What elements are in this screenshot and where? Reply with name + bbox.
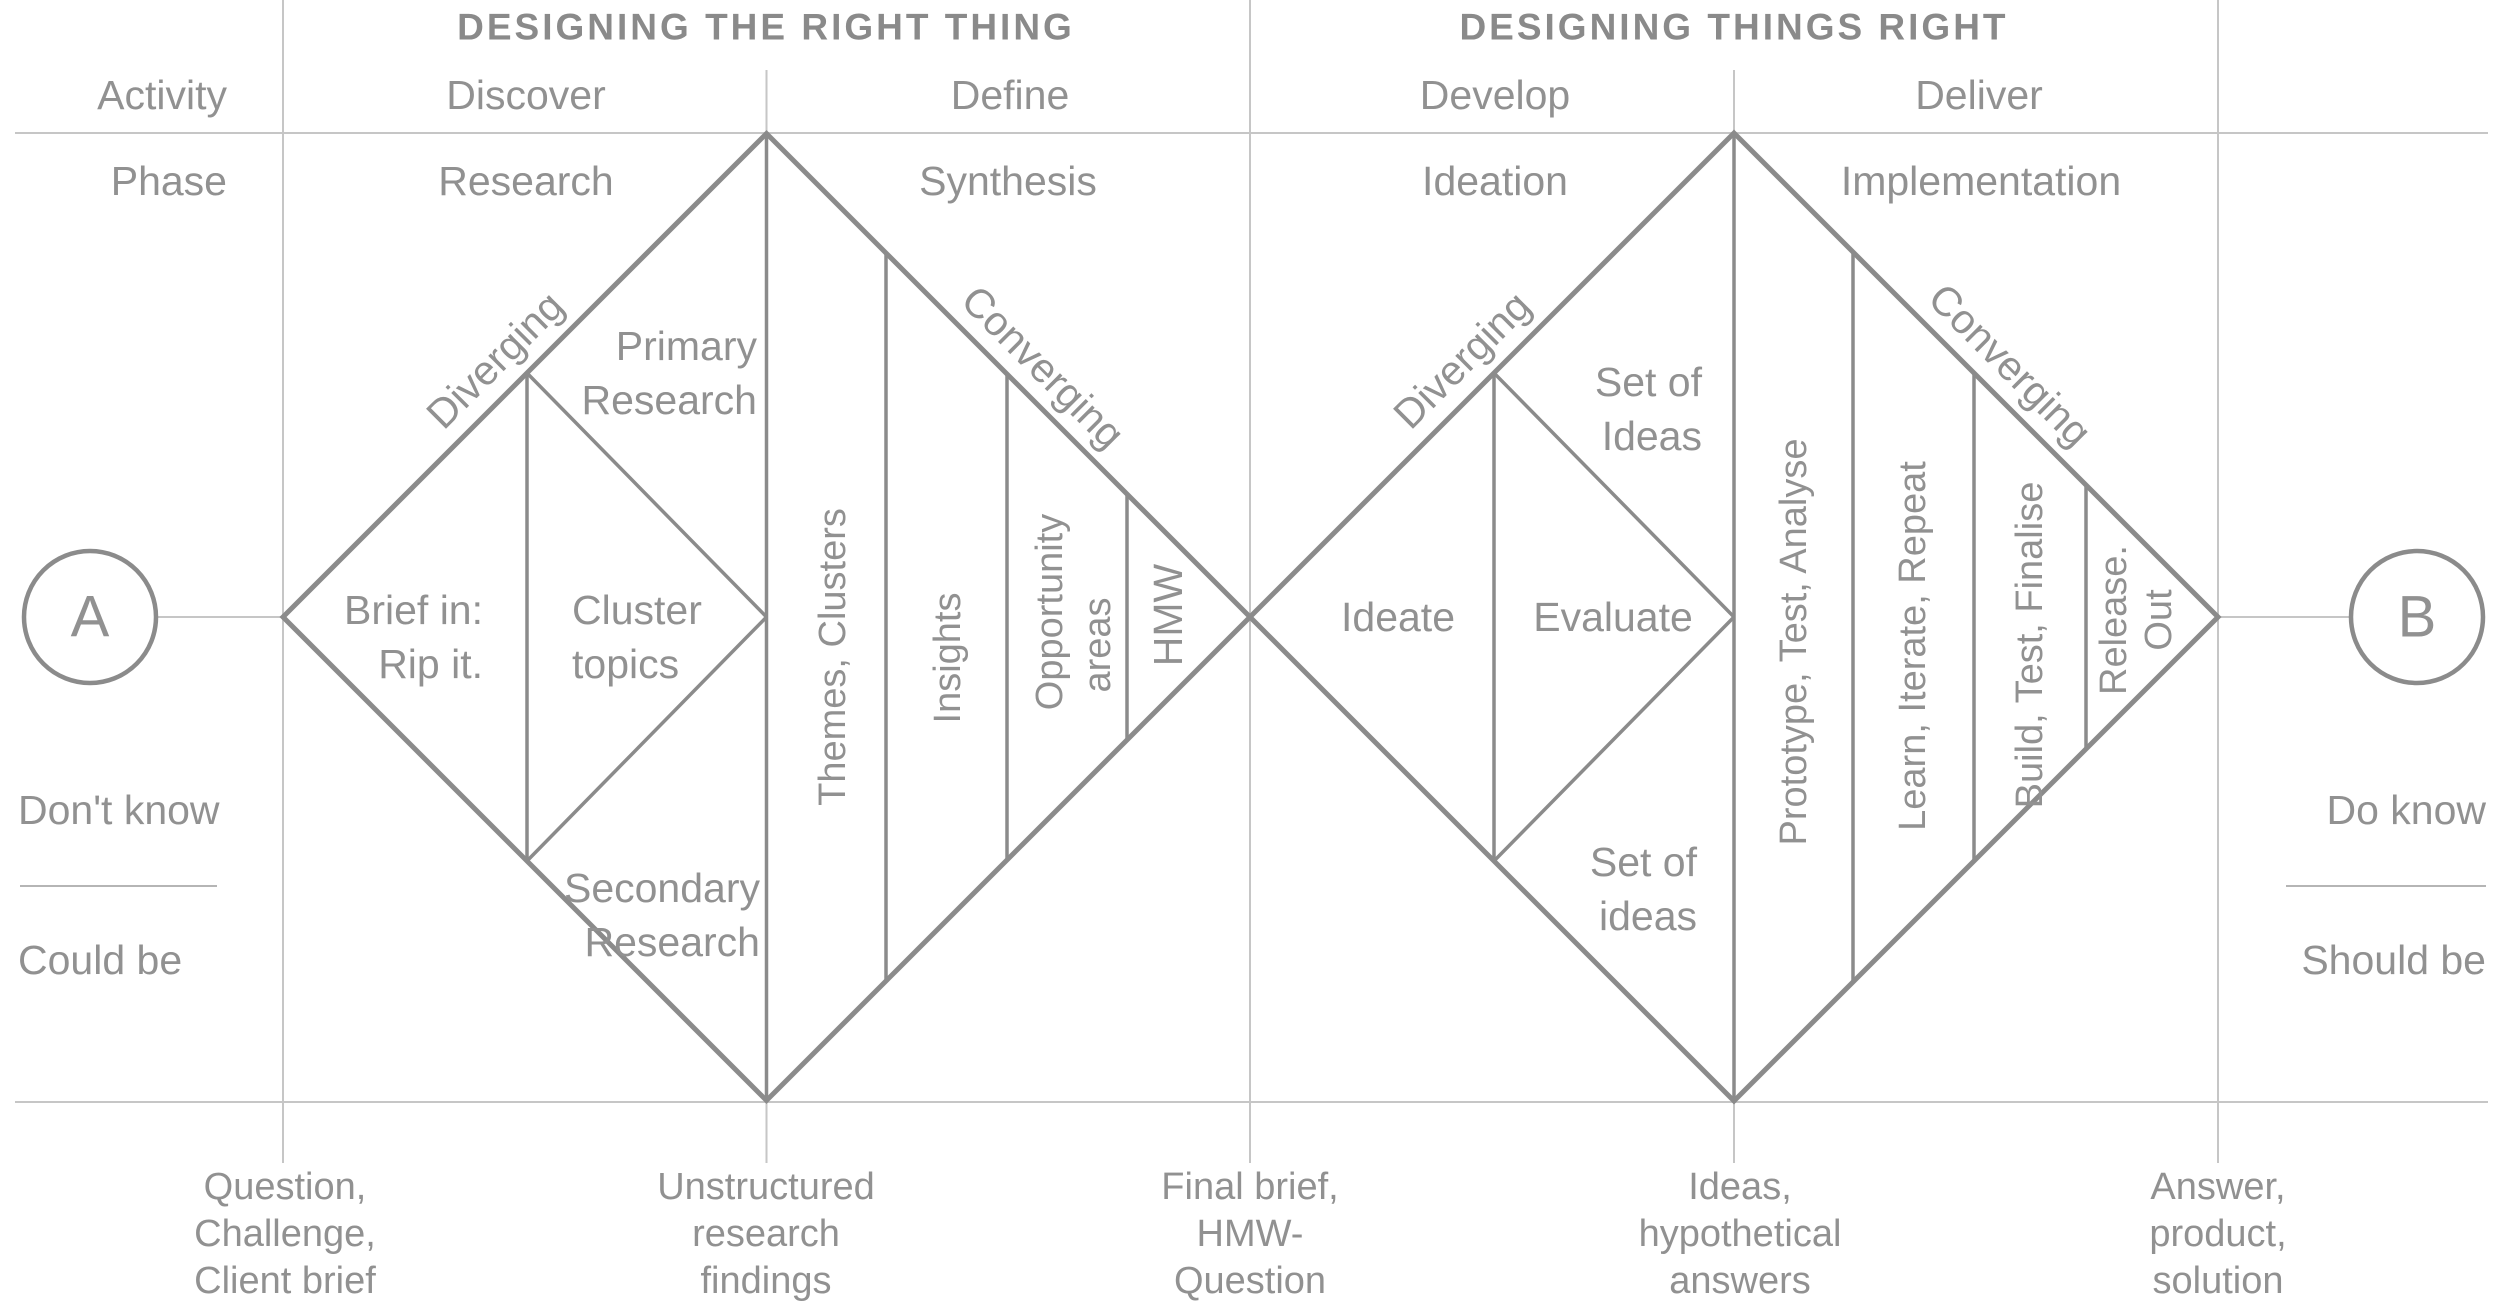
- diamond2-inner-diagonal-lower: [1492, 615, 1736, 863]
- diamond1-secondary-line2: Research: [585, 919, 760, 965]
- svg-text:Challenge,: Challenge,: [194, 1213, 376, 1255]
- svg-text:Converging: Converging: [953, 277, 1134, 458]
- svg-text:product,: product,: [2149, 1213, 2286, 1255]
- svg-text:Client brief: Client brief: [194, 1260, 376, 1301]
- node-b-label: B: [2398, 585, 2437, 650]
- heading-left: DESIGNING THE RIGHT THING: [457, 7, 1075, 48]
- svg-text:Converging: Converging: [1920, 275, 2101, 456]
- diamond1-secondary-line1: Secondary: [564, 865, 761, 911]
- diamond1-strip-opportunity-line2: areas: [1077, 597, 1119, 692]
- svg-text:areas: areas: [1077, 597, 1119, 692]
- diamond2-diverging-label: Diverging: [1385, 283, 1540, 438]
- col-activity-develop: Develop: [1420, 72, 1570, 118]
- node-b-circle: [2348, 548, 2486, 686]
- diamond1-inner-diagonal-lower: [525, 615, 768, 863]
- svg-text:Question,: Question,: [204, 1166, 367, 1208]
- diamond2-setideas-top-line2: Ideas: [1602, 413, 1702, 459]
- svg-text:solution: solution: [2153, 1260, 2284, 1301]
- col-phase-synthesis: Synthesis: [919, 158, 1097, 204]
- bottom-label-answer: Answer, product, solution: [2149, 1166, 2286, 1301]
- diamond-2: [1246, 129, 2222, 1105]
- svg-text:findings: findings: [701, 1260, 832, 1301]
- bottom-label-unstructured: Unstructured research findings: [657, 1166, 875, 1301]
- svg-text:hypothetical: hypothetical: [1639, 1213, 1842, 1255]
- svg-text:answers: answers: [1669, 1260, 1811, 1301]
- svg-text:Build, Test, Finalise: Build, Test, Finalise: [2009, 482, 2051, 809]
- diamond1-diverging-label: Diverging: [418, 283, 573, 438]
- row-label-phase: Phase: [111, 158, 227, 204]
- svg-text:Unstructured: Unstructured: [657, 1166, 875, 1208]
- diamond1-cluster-line2: topics: [572, 641, 679, 687]
- bottom-label-question: Question, Challenge, Client brief: [194, 1166, 376, 1301]
- svg-text:Diverging: Diverging: [1385, 283, 1540, 438]
- node-a-label: A: [71, 585, 110, 650]
- diamond2-strip-learn: Learn, Iterate, Repeat: [1892, 461, 1934, 831]
- diamond1-strip-insights: Insights: [927, 593, 969, 724]
- diamond1-strip-hmw: HMW: [1145, 563, 1191, 666]
- diamond1-brief-line1: Brief in:: [344, 587, 483, 633]
- diamond2-ideate-label: Ideate: [1341, 594, 1455, 640]
- svg-text:research: research: [692, 1213, 840, 1255]
- svg-text:Opportunity: Opportunity: [1029, 514, 1071, 710]
- diamond1-strip-themes: Themes, Clusters: [812, 508, 854, 806]
- diamond1-inner-diagonal-upper: [525, 371, 768, 619]
- diamond1-converging-label: Converging: [953, 277, 1134, 458]
- diamond2-setideas-top-line1: Set of: [1595, 359, 1703, 405]
- diamond2-evaluate-label: Evaluate: [1533, 594, 1693, 640]
- diamond2-setideas-bottom-line1: Set of: [1590, 839, 1698, 885]
- svg-text:Final brief,: Final brief,: [1161, 1166, 1338, 1208]
- diamond1-strip-opportunity-line1: Opportunity: [1029, 514, 1071, 710]
- diamond1-cluster-line1: Cluster: [572, 587, 702, 633]
- diamond2-strip-prototype: Prototype, Test, Analyse: [1773, 439, 1815, 846]
- svg-text:Ideas,: Ideas,: [1688, 1166, 1792, 1208]
- col-activity-deliver: Deliver: [1915, 72, 2043, 118]
- left-panel-line2: Could be: [18, 937, 182, 983]
- svg-text:HMW-: HMW-: [1197, 1213, 1304, 1255]
- svg-text:Insights: Insights: [927, 593, 969, 724]
- diamond2-strip-release-line1: Release.: [2093, 545, 2135, 695]
- svg-text:Diverging: Diverging: [418, 283, 573, 438]
- svg-text:Out: Out: [2138, 589, 2180, 651]
- col-phase-research: Research: [438, 158, 613, 204]
- left-panel-line1: Don't know: [18, 787, 220, 833]
- heading-right: DESIGNING THINGS RIGHT: [1459, 7, 2008, 48]
- diamond1-brief-line2: Rip it.: [378, 641, 483, 687]
- diamond2-strip-release-line2: Out: [2138, 589, 2180, 651]
- svg-text:Themes, Clusters: Themes, Clusters: [812, 508, 854, 806]
- svg-text:Release.: Release.: [2093, 545, 2135, 695]
- col-activity-discover: Discover: [446, 72, 605, 118]
- diamond2-inner-diagonal-upper: [1492, 371, 1736, 619]
- right-panel-line2: Should be: [2301, 937, 2486, 983]
- diamond2-converging-label: Converging: [1920, 275, 2101, 456]
- diamond2-strip-build: Build, Test, Finalise: [2009, 482, 2051, 809]
- svg-text:Learn, Iterate, Repeat: Learn, Iterate, Repeat: [1892, 461, 1934, 831]
- bottom-label-ideas: Ideas, hypothetical answers: [1639, 1166, 1842, 1301]
- diamond-1: [279, 129, 1254, 1105]
- col-activity-define: Define: [951, 72, 1070, 118]
- diamond2-outline: [1246, 129, 2222, 1105]
- svg-text:Answer,: Answer,: [2150, 1166, 2285, 1208]
- row-label-activity: Activity: [97, 72, 227, 118]
- node-a-circle: [21, 548, 159, 686]
- bottom-label-finalbrief: Final brief, HMW- Question: [1161, 1166, 1338, 1301]
- col-phase-ideation: Ideation: [1422, 158, 1568, 204]
- right-panel-line1: Do know: [2326, 787, 2486, 833]
- svg-text:HMW: HMW: [1145, 563, 1191, 666]
- diamond2-setideas-bottom-line2: ideas: [1599, 893, 1697, 939]
- svg-text:Prototype, Test, Analyse: Prototype, Test, Analyse: [1773, 439, 1815, 846]
- svg-text:Question: Question: [1174, 1260, 1326, 1301]
- col-phase-implementation: Implementation: [1841, 158, 2121, 204]
- diamond1-primary-line2: Research: [582, 377, 757, 423]
- diamond1-primary-line1: Primary: [616, 323, 758, 369]
